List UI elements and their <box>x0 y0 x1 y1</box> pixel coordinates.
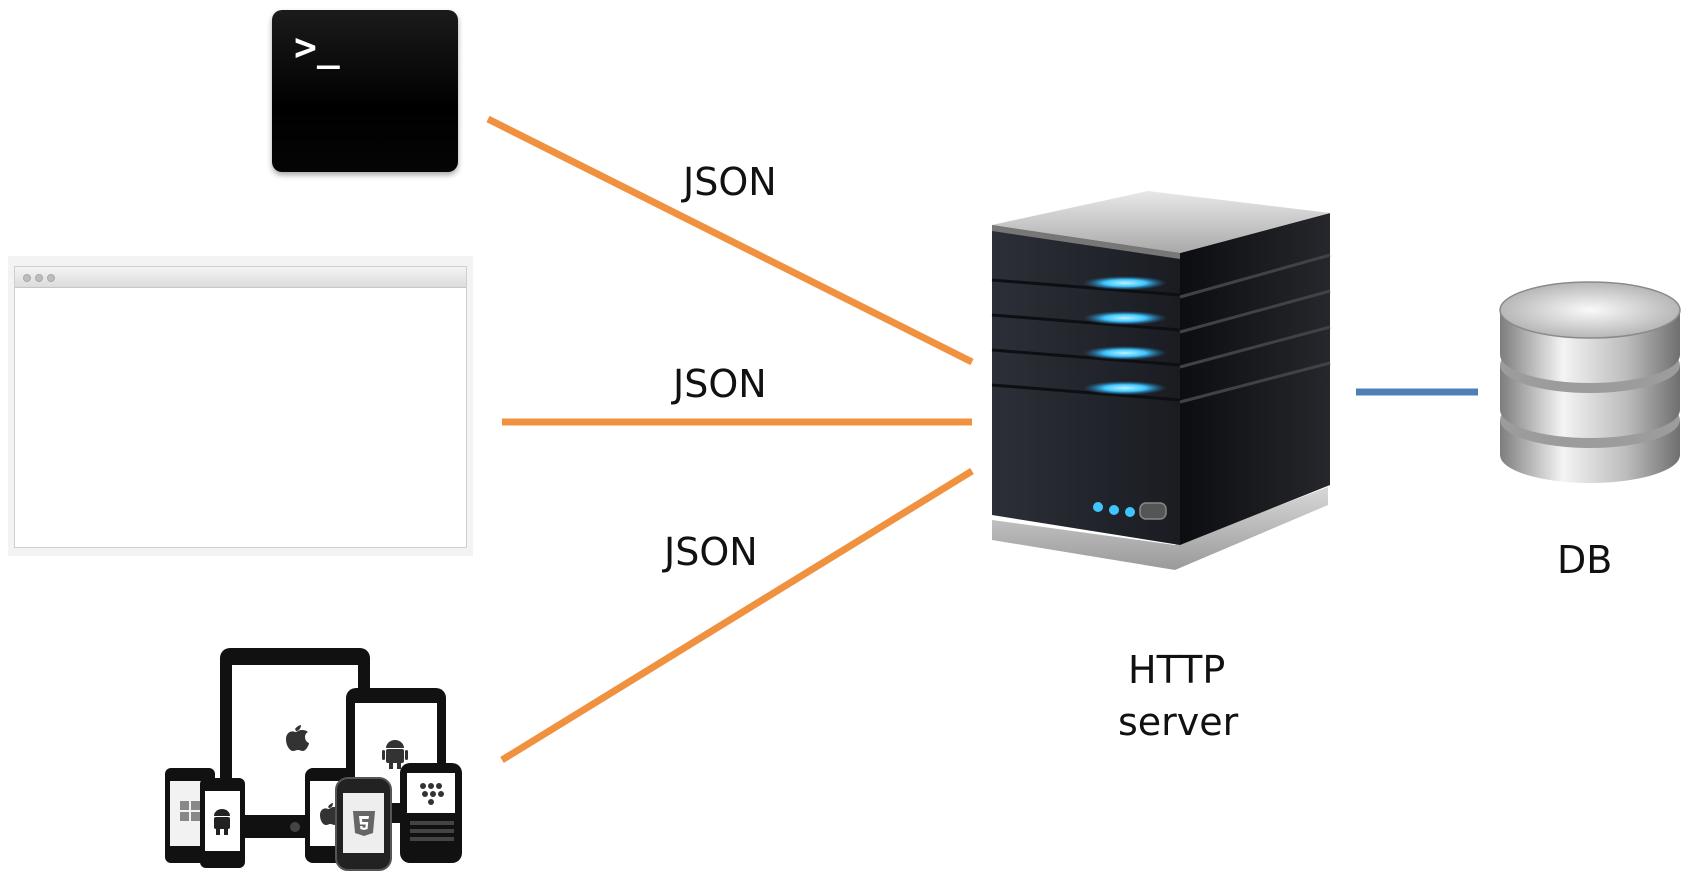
android-icon <box>382 740 408 769</box>
terminal-icon: >_ <box>272 10 458 172</box>
mobile-devices-icon <box>165 648 462 871</box>
edge-label-terminal: JSON <box>683 160 777 204</box>
database-label: DB <box>1557 538 1613 582</box>
html5-icon <box>353 811 375 836</box>
browser-window-icon <box>8 256 473 556</box>
edge-label-browser: JSON <box>673 362 767 406</box>
terminal-prompt: >_ <box>294 25 340 69</box>
windows-icon <box>180 801 200 821</box>
browser-title-bar <box>15 267 466 288</box>
server-label-line1: HTTP <box>1128 648 1226 692</box>
apple-icon <box>286 725 309 751</box>
edge-terminal-server <box>486 115 974 366</box>
server-icon <box>991 191 1331 570</box>
database-icon <box>1499 281 1681 483</box>
edge-mobile-server <box>500 468 974 763</box>
blackberry-icon <box>420 783 444 805</box>
edge-label-mobile: JSON <box>664 530 758 574</box>
server-label-line2: server <box>1118 700 1239 744</box>
